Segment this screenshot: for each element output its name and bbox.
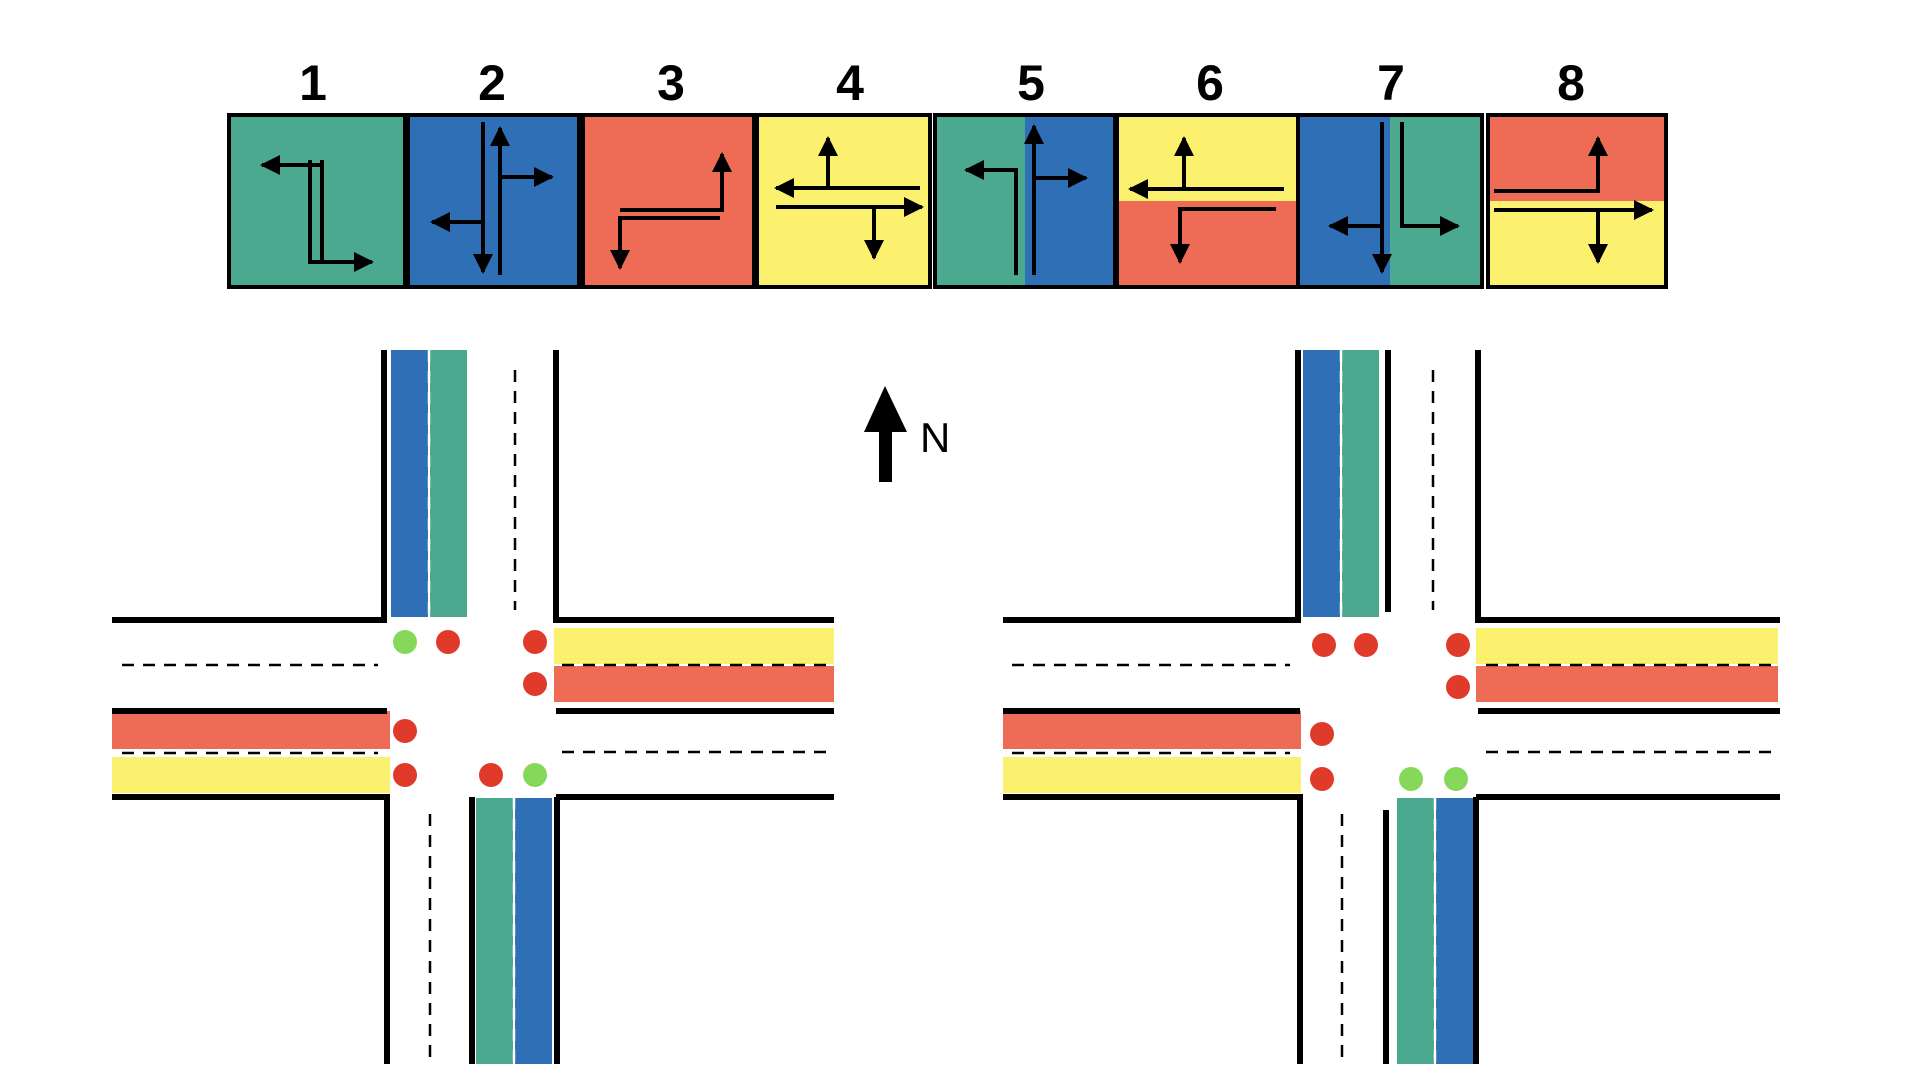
phase-number-8: 8 — [1557, 55, 1585, 111]
lane-band-west-yellow — [1003, 757, 1301, 793]
phase-tile-border — [1486, 113, 1668, 289]
lane-band-south-green — [476, 798, 513, 1064]
phase-tile-8 — [1486, 113, 1668, 289]
phase-tile-7 — [1296, 113, 1484, 289]
phase-tile-fill — [583, 115, 754, 287]
phase-tile-2 — [406, 113, 581, 289]
phase-number-1: 1 — [299, 55, 327, 111]
phase-tile-fill — [1488, 201, 1666, 287]
signal-light-green — [1399, 767, 1423, 791]
phase-tile-fill — [1488, 115, 1666, 201]
phase-tile-fill — [757, 115, 930, 287]
phase-tile-fill — [229, 115, 405, 287]
phase-1-movement-icon — [260, 155, 374, 272]
phase-8-movement-icon — [1494, 136, 1654, 264]
lane-band-north-green — [430, 350, 467, 617]
lane-band-east-red — [554, 666, 834, 702]
phase-number-3: 3 — [657, 55, 685, 111]
phase-tile-fill — [1117, 201, 1298, 287]
phase-5-movement-icon — [964, 124, 1088, 275]
signal-light-red — [1354, 633, 1378, 657]
phase-3-movement-icon — [610, 152, 732, 270]
lane-markings — [1012, 350, 1772, 1064]
phase-7-movement-icon — [1328, 122, 1460, 274]
phase-tile-border — [755, 113, 932, 289]
phase-strip: 1 2 3 4 5 6 7 8 — [227, 55, 1668, 289]
lane-band-east-red — [1476, 666, 1778, 702]
phase-4-movement-icon — [774, 136, 924, 260]
lane-band-east-yellow — [554, 628, 834, 664]
lane-band-north-green — [1342, 350, 1379, 617]
lane-band-south-blue — [1436, 798, 1473, 1064]
phase-tile-border — [406, 113, 581, 289]
signal-light-red — [1310, 767, 1334, 791]
phase-tile-fill — [1390, 115, 1482, 287]
phase-number-7: 7 — [1377, 55, 1405, 111]
north-arrow-icon — [864, 386, 907, 482]
signal-light-green — [393, 630, 417, 654]
phase-tile-fill — [408, 115, 579, 287]
phase-number-6: 6 — [1196, 55, 1224, 111]
signal-light-red — [1446, 633, 1470, 657]
signal-light-red — [1312, 633, 1336, 657]
phase-tile-fill — [935, 115, 1025, 287]
phase-tile-4 — [755, 113, 932, 289]
signal-light-red — [436, 630, 460, 654]
phase-tile-border — [227, 113, 407, 289]
phase-tiles — [227, 113, 1668, 289]
compass: N — [864, 386, 950, 482]
signals-left — [393, 630, 547, 787]
signal-light-red — [393, 719, 417, 743]
signal-light-green — [1444, 767, 1468, 791]
lane-band-east-yellow — [1476, 628, 1778, 664]
phase-tile-fill — [1025, 115, 1115, 287]
lane-band-west-yellow — [112, 757, 390, 793]
signal-light-green — [523, 763, 547, 787]
intersection-left — [112, 350, 834, 1064]
phase-tile-border — [1296, 113, 1484, 289]
lane-band-south-green — [1397, 798, 1434, 1064]
phase-number-4: 4 — [836, 55, 864, 111]
phase-tile-fill — [1298, 115, 1390, 287]
signal-light-red — [393, 763, 417, 787]
phase-tile-border — [581, 113, 756, 289]
signal-light-red — [479, 763, 503, 787]
phase-6-movement-icon — [1128, 136, 1284, 264]
lane-band-west-red — [1003, 711, 1301, 749]
signal-light-red — [523, 630, 547, 654]
signal-light-red — [1446, 675, 1470, 699]
north-label: N — [920, 414, 950, 461]
lane-band-north-blue — [391, 350, 428, 617]
phase-tile-5 — [933, 113, 1117, 289]
phase-tile-6 — [1115, 113, 1300, 289]
phase-tile-3 — [581, 113, 756, 289]
road-edges — [1003, 350, 1780, 1064]
lane-band-west-red — [112, 711, 390, 749]
phase-number-5: 5 — [1017, 55, 1045, 111]
signals-right — [1310, 633, 1470, 791]
intersection-right — [1003, 350, 1780, 1064]
phase-tile-1 — [227, 113, 407, 289]
lane-band-south-blue — [515, 798, 552, 1064]
phase-2-movement-icon — [430, 122, 554, 275]
signal-light-red — [1310, 722, 1334, 746]
signal-light-red — [523, 672, 547, 696]
lane-band-north-blue — [1303, 350, 1340, 617]
road-edges — [112, 350, 834, 1064]
phase-number-2: 2 — [478, 55, 506, 111]
lane-markings — [122, 350, 834, 1064]
